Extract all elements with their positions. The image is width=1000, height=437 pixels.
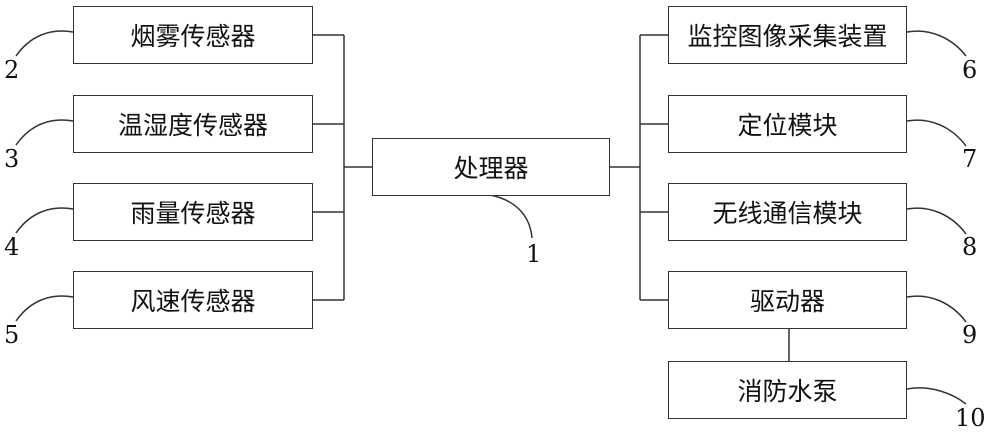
driver-box: 驱动器 xyxy=(668,271,907,329)
fire-pump-label: 消防水泵 xyxy=(737,377,838,406)
monitoring-image-capture-label: 监控图像采集装置 xyxy=(687,22,888,51)
rain-sensor-label: 雨量传感器 xyxy=(130,199,256,228)
wind-speed-sensor-box: 风速传感器 xyxy=(73,271,313,329)
processor-label: 处理器 xyxy=(453,154,529,183)
driver-label: 驱动器 xyxy=(749,287,825,316)
wireless-comm-module-label: 无线通信模块 xyxy=(712,199,863,228)
wireless-comm-module-box: 无线通信模块 xyxy=(668,183,907,241)
processor-box: 处理器 xyxy=(372,138,610,196)
smoke-sensor-box: 烟雾传感器 xyxy=(73,6,313,64)
temp-humidity-sensor-box: 温湿度传感器 xyxy=(73,95,313,153)
temp-humidity-sensor-label: 温湿度传感器 xyxy=(117,111,268,140)
ref-numeral-5: 5 xyxy=(4,321,20,349)
ref-numeral-1: 1 xyxy=(526,240,542,268)
smoke-sensor-label: 烟雾传感器 xyxy=(130,22,256,51)
rain-sensor-box: 雨量传感器 xyxy=(73,183,313,241)
monitoring-image-capture-box: 监控图像采集装置 xyxy=(668,6,907,64)
ref-numeral-3: 3 xyxy=(4,145,20,173)
ref-numeral-10: 10 xyxy=(955,404,986,432)
positioning-module-box: 定位模块 xyxy=(668,95,907,153)
positioning-module-label: 定位模块 xyxy=(737,111,838,140)
ref-numeral-4: 4 xyxy=(4,233,20,261)
wind-speed-sensor-label: 风速传感器 xyxy=(130,287,256,316)
fire-pump-box: 消防水泵 xyxy=(668,361,907,419)
ref-numeral-9: 9 xyxy=(962,321,978,349)
ref-numeral-2: 2 xyxy=(4,56,20,84)
ref-numeral-6: 6 xyxy=(962,56,978,84)
ref-numeral-7: 7 xyxy=(962,145,978,173)
ref-numeral-8: 8 xyxy=(962,233,978,261)
